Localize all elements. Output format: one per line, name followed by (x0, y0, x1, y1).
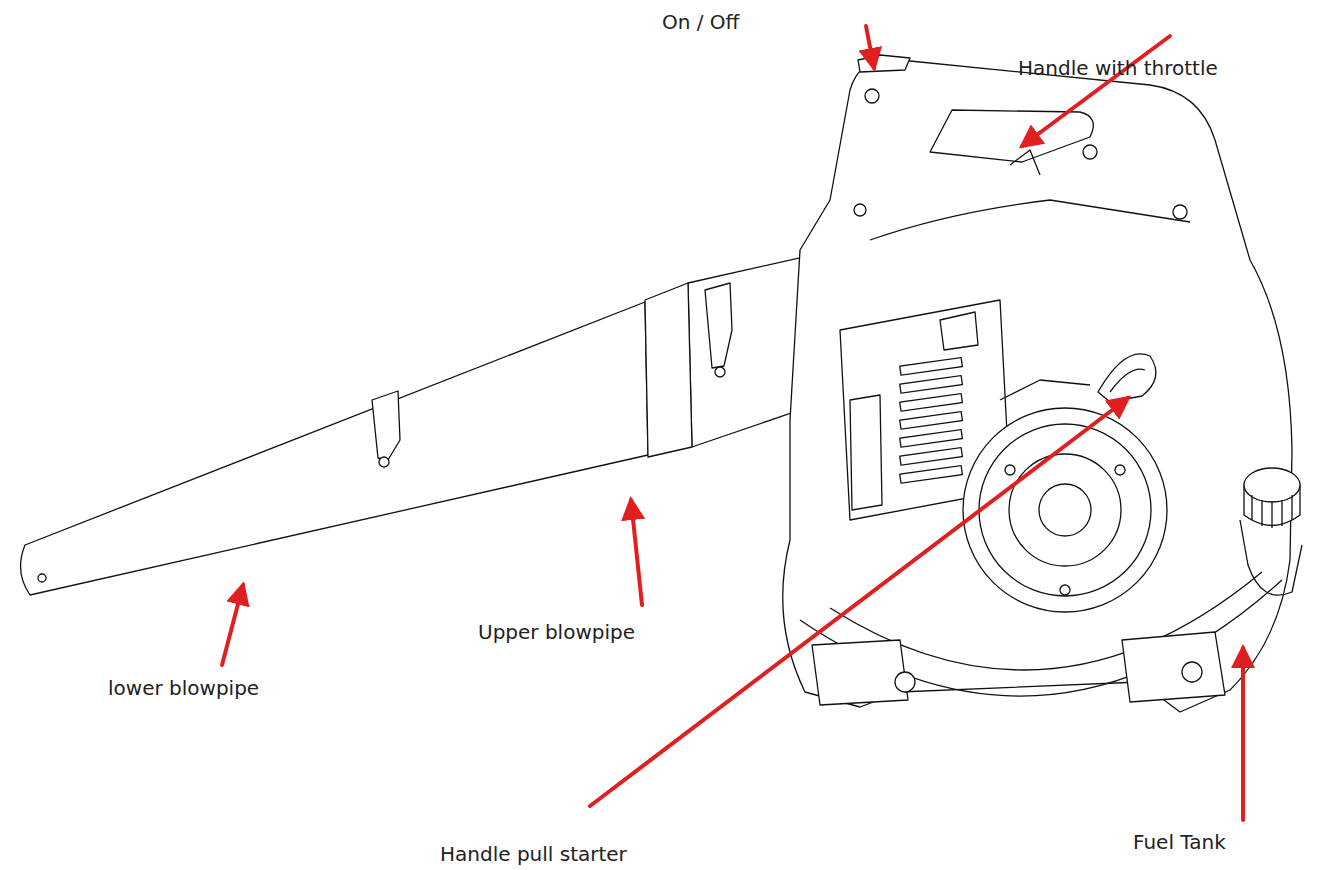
starter-ring (979, 424, 1151, 596)
housing-edge (1000, 380, 1090, 400)
cooling-fin (900, 430, 963, 448)
cooling-fin (900, 448, 963, 466)
part-label: lower blowpipe (108, 676, 259, 700)
part-label: Upper blowpipe (478, 620, 635, 644)
pipe-clip (705, 283, 732, 368)
foot (812, 640, 908, 705)
screw (865, 89, 879, 103)
foot-hole (895, 672, 915, 692)
leader-arrow (631, 500, 642, 605)
foot-hole (1182, 662, 1202, 682)
handle-edge (870, 200, 1190, 240)
cooling-fin (900, 394, 963, 412)
cooling-fin (900, 412, 963, 430)
blower-outline (21, 55, 1302, 712)
part-label: Fuel Tank (1133, 830, 1226, 854)
leader-arrow (590, 398, 1128, 806)
cooling-fin (900, 358, 963, 376)
side-grille (850, 395, 882, 510)
pipe-collar (645, 283, 692, 457)
pull-starter-handle (1098, 354, 1156, 402)
clip-pin (715, 367, 725, 377)
cap-ribs (1252, 495, 1292, 528)
bolt (1115, 465, 1125, 475)
lower-blowpipe (21, 302, 648, 595)
choke-lever (940, 312, 978, 350)
clip-pin (379, 457, 389, 467)
fuel-tank-neck (1240, 520, 1302, 595)
throttle-trigger (1010, 150, 1040, 175)
screw (1173, 205, 1187, 219)
leader-arrow (866, 26, 874, 68)
cooling-fin (900, 376, 963, 394)
leader-arrow (1022, 36, 1170, 146)
part-label: On / Off (662, 10, 739, 34)
bolt (1005, 465, 1015, 475)
on-off-switch (858, 55, 910, 72)
starter-ring (1009, 454, 1121, 566)
leader-arrow (1241, 648, 1245, 820)
part-label: Handle pull starter (440, 842, 627, 866)
bolt (1060, 585, 1070, 595)
screw (854, 204, 866, 216)
foot (1122, 632, 1225, 702)
throttle-grip (930, 110, 1093, 162)
cooling-fin (900, 466, 963, 484)
screw (1083, 145, 1097, 159)
pipe-hole (38, 574, 46, 582)
leader-arrows (222, 26, 1243, 820)
part-label: Handle with throttle (1018, 56, 1218, 80)
leader-arrow (222, 585, 243, 665)
pipe-clip (372, 391, 400, 460)
starter-hub (1039, 484, 1091, 536)
starter-housing (963, 408, 1167, 612)
engine-housing (783, 59, 1292, 712)
pull-cord (1110, 369, 1145, 392)
